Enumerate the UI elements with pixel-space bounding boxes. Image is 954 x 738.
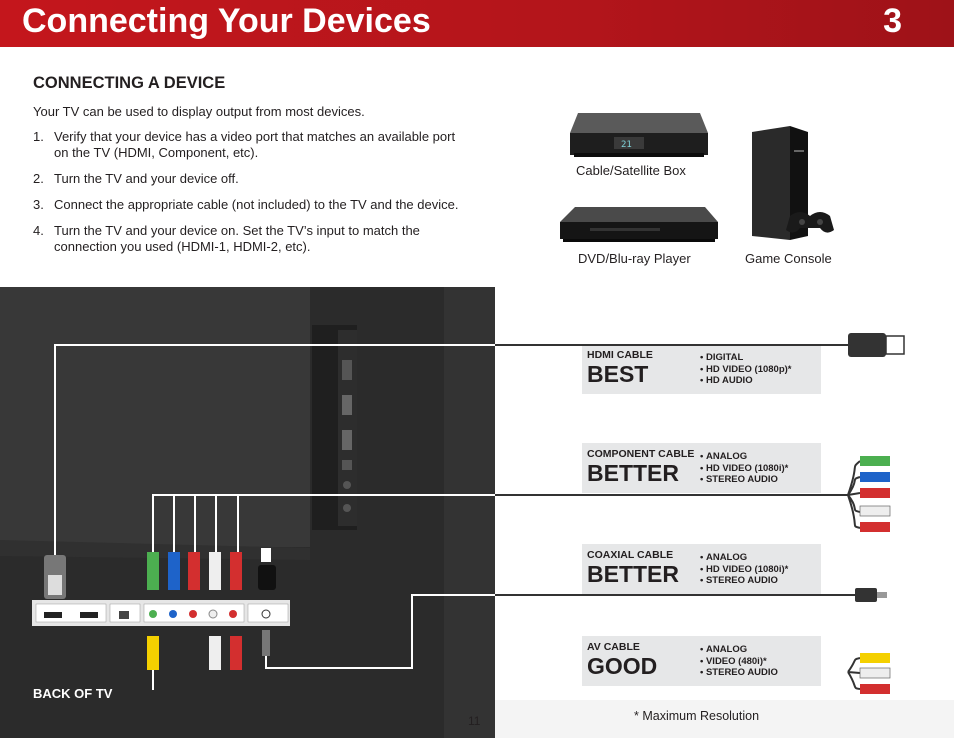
cable-features: DIGITAL HD VIDEO (1080p)* HD AUDIO: [700, 352, 792, 387]
list-item: 3.Connect the appropriate cable (not inc…: [33, 197, 459, 212]
page-number: 11: [468, 714, 481, 728]
component-plugs-icon: [847, 456, 891, 532]
footer-bar: [495, 700, 954, 738]
tv-connectors: [44, 548, 276, 670]
footnote: * Maximum Resolution: [634, 709, 760, 723]
list-item: 1.Verify that your device has a video po…: [33, 129, 456, 160]
cable-name: AV CABLE: [587, 641, 640, 653]
chapter-banner: Connecting Your Devices 3: [0, 0, 954, 47]
cable-features: ANALOG HD VIDEO (1080i)* STEREO AUDIO: [700, 451, 788, 486]
cable-rating: BETTER: [587, 460, 679, 486]
chapter-number: 3: [883, 2, 902, 40]
coaxial-cable-box: COAXIAL CABLE BETTER ANALOG HD VIDEO (10…: [582, 544, 821, 594]
cable-name: COMPONENT CABLE: [587, 448, 695, 460]
devices-illustration: 21: [560, 113, 834, 242]
cable-features: ANALOG HD VIDEO (1080i)* STEREO AUDIO: [700, 552, 788, 587]
cable-features: ANALOG VIDEO (480i)* STEREO AUDIO: [700, 644, 778, 679]
svg-text:21: 21: [621, 140, 632, 150]
cable-box-icon: 21: [570, 113, 708, 157]
dvd-player-label: DVD/Blu-ray Player: [578, 251, 691, 266]
cable-rating: BEST: [587, 361, 649, 387]
cable-name: HDMI CABLE: [587, 349, 653, 361]
chapter-title: Connecting Your Devices: [22, 2, 431, 40]
av-plugs-icon: [847, 653, 891, 694]
list-item: 2.Turn the TV and your device off.: [33, 171, 239, 186]
tv-body: [0, 287, 495, 738]
dvd-player-icon: [560, 207, 718, 242]
hdmi-cable-box: HDMI CABLE BEST DIGITAL HD VIDEO (1080p)…: [582, 344, 821, 394]
hdmi-plug-icon: [848, 333, 905, 357]
steps-list: 1.Verify that your device has a video po…: [33, 129, 473, 265]
cable-rating: GOOD: [587, 653, 658, 679]
component-cable-box: COMPONENT CABLE BETTER ANALOG HD VIDEO (…: [582, 443, 821, 493]
back-of-tv-label: BACK OF TV: [33, 686, 113, 701]
cable-box-label: Cable/Satellite Box: [576, 163, 686, 178]
cable-name: COAXIAL CABLE: [587, 549, 674, 561]
av-cable-box: AV CABLE GOOD ANALOG VIDEO (480i)* STERE…: [582, 636, 821, 686]
port-strip: [32, 600, 290, 626]
game-console-icon: [752, 126, 834, 240]
list-item: 4.Turn the TV and your device on. Set th…: [33, 223, 420, 254]
section-intro: Your TV can be used to display output fr…: [33, 104, 365, 119]
cable-rating: BETTER: [587, 561, 679, 587]
game-console-label: Game Console: [745, 251, 832, 266]
coax-plug-icon: [855, 588, 887, 602]
section-heading: CONNECTING A DEVICE: [33, 74, 226, 92]
cable-lines-outside: [495, 344, 855, 596]
